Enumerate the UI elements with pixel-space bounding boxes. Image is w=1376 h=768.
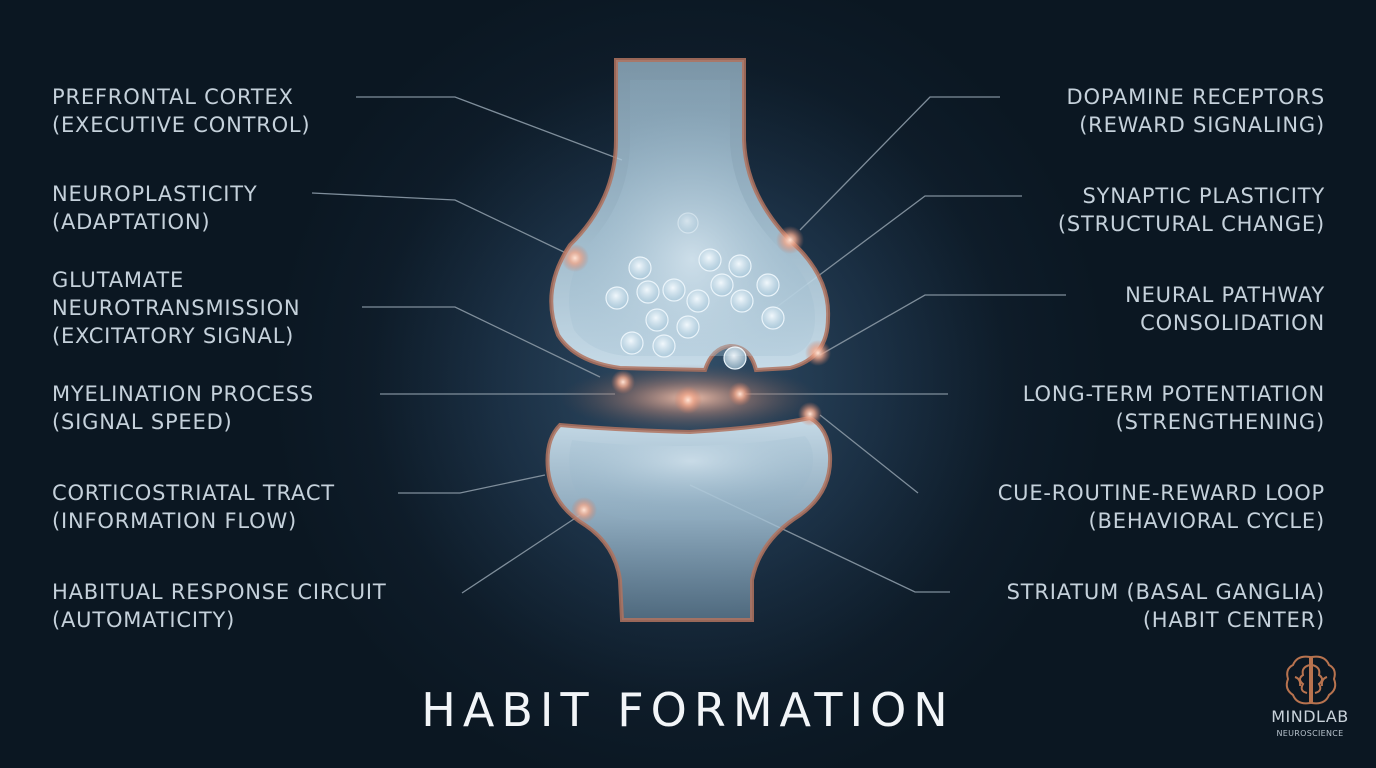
label-line: DOPAMINE RECEPTORS (1066, 85, 1325, 109)
label-line: GLUTAMATE (52, 268, 185, 292)
label-striatum: STRIATUM (BASAL GANGLIA) (HABIT CENTER) (1007, 578, 1325, 634)
synaptic-vesicles (605, 212, 785, 370)
logo-name: MINDLAB (1271, 707, 1349, 726)
label-corticostriatal-tract: CORTICOSTRIATAL TRACT (INFORMATION FLOW) (52, 479, 335, 535)
receptor-glow-dots (561, 226, 831, 523)
label-line: (REWARD SIGNALING) (1079, 113, 1325, 137)
label-line: MYELINATION PROCESS (52, 382, 315, 406)
label-line: NEURAL PATHWAY (1125, 283, 1325, 307)
label-long-term-potentiation: LONG-TERM POTENTIATION (STRENGTHENING) (1023, 380, 1325, 436)
logo-subtitle: NEUROSCIENCE (1276, 729, 1344, 738)
label-line: PREFRONTAL CORTEX (52, 85, 294, 109)
label-neuroplasticity: NEUROPLASTICITY (ADAPTATION) (52, 180, 258, 236)
label-line: NEUROPLASTICITY (52, 182, 258, 206)
label-line: STRIATUM (BASAL GANGLIA) (1006, 580, 1325, 604)
label-line: (EXECUTIVE CONTROL) (52, 113, 311, 137)
label-prefrontal-cortex: PREFRONTAL CORTEX (EXECUTIVE CONTROL) (52, 83, 310, 139)
label-line: (ADAPTATION) (52, 210, 211, 234)
label-line: (EXCITATORY SIGNAL) (52, 324, 295, 348)
label-cue-routine-reward-loop: CUE-ROUTINE-REWARD LOOP (BEHAVIORAL CYCL… (998, 479, 1325, 535)
label-line: (STRUCTURAL CHANGE) (1057, 212, 1325, 236)
label-neural-pathway-consolidation: NEURAL PATHWAY CONSOLIDATION (1125, 281, 1325, 337)
label-line: CUE-ROUTINE-REWARD LOOP (997, 481, 1325, 505)
label-line: (STRENGTHENING) (1115, 410, 1325, 434)
label-line: (HABIT CENTER) (1142, 608, 1325, 632)
label-line: (BEHAVIORAL CYCLE) (1088, 509, 1325, 533)
label-line: NEUROTRANSMISSION (52, 296, 301, 320)
label-line: (SIGNAL SPEED) (52, 410, 233, 434)
brain-icon (1285, 655, 1337, 705)
label-line: (INFORMATION FLOW) (52, 509, 297, 533)
label-dopamine-receptors: DOPAMINE RECEPTORS (REWARD SIGNALING) (1067, 83, 1325, 139)
label-myelination-process: MYELINATION PROCESS (SIGNAL SPEED) (52, 380, 314, 436)
label-line: CORTICOSTRIATAL TRACT (52, 481, 335, 505)
label-habitual-response-circuit: HABITUAL RESPONSE CIRCUIT (AUTOMATICITY) (52, 578, 387, 634)
label-line: CONSOLIDATION (1140, 311, 1325, 335)
label-line: LONG-TERM POTENTIATION (1022, 382, 1325, 406)
mindlab-logo: MINDLAB NEUROSCIENCE (1262, 652, 1358, 748)
label-line: (AUTOMATICITY) (52, 608, 236, 632)
label-glutamate-neurotransmission: GLUTAMATE NEUROTRANSMISSION (EXCITATORY … (52, 266, 300, 350)
diagram-title: HABIT FORMATION (421, 683, 955, 737)
label-line: SYNAPTIC PLASTICITY (1082, 184, 1325, 208)
label-line: HABITUAL RESPONSE CIRCUIT (52, 580, 387, 604)
postsynaptic-inner (569, 436, 814, 520)
label-synaptic-plasticity: SYNAPTIC PLASTICITY (STRUCTURAL CHANGE) (1058, 182, 1325, 238)
